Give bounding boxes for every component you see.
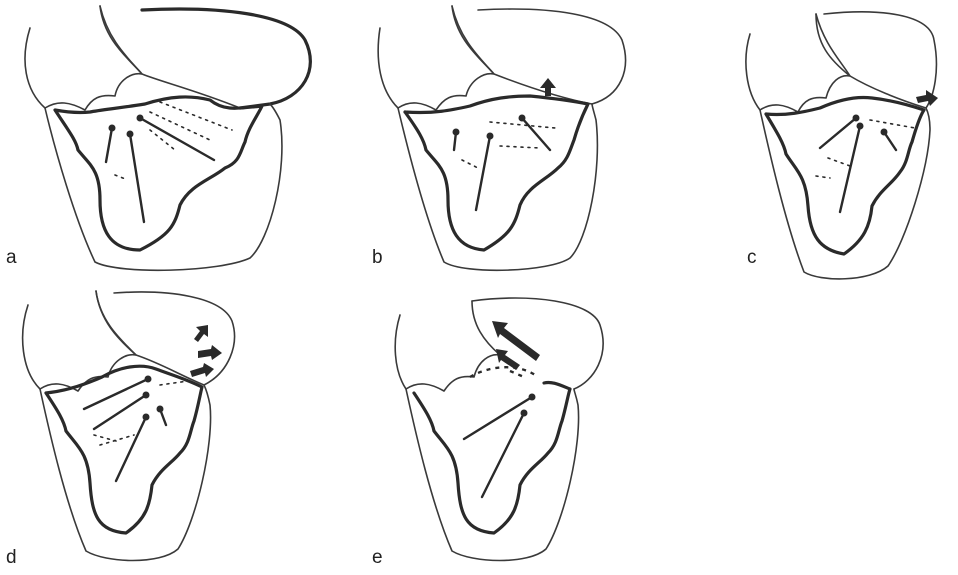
arrow-right-icon-2 (190, 363, 214, 377)
papillary-tip-1 (529, 394, 536, 401)
papillary-tip-3 (137, 115, 144, 122)
papillary-tip-2 (143, 392, 150, 399)
regurgitant-specks-3 (462, 160, 478, 168)
regurgitant-specks-1 (490, 122, 555, 128)
aortic-root-outline (142, 9, 310, 108)
regurgitant-specks-3 (816, 176, 830, 178)
inner-ventricle-wall (55, 97, 262, 250)
papillary-tip-1 (145, 376, 152, 383)
outer-ventricle-wall (45, 104, 282, 270)
aortic-root-cusp (452, 6, 592, 104)
panel-label: b (372, 247, 383, 269)
chorda-1 (84, 379, 148, 409)
papillary-tip-1 (109, 125, 116, 132)
regurgitant-specks-2 (500, 146, 540, 148)
arrow-right-icon (198, 345, 222, 360)
regurgitant-specks-3 (100, 435, 134, 445)
papillary-tip-3 (143, 414, 150, 421)
panel-label: a (6, 247, 17, 269)
regurgitant-jet-dashes (510, 371, 524, 377)
chorda-1 (820, 118, 856, 148)
regurgitant-specks-2 (94, 435, 116, 441)
panel-e: e (360, 285, 620, 575)
left-atrium-outline (395, 301, 500, 391)
left-atrium-outline (746, 14, 850, 112)
panel-e-drawing (360, 285, 620, 575)
panel-d: d (0, 285, 250, 575)
chorda-3 (522, 118, 550, 150)
regurgitant-specks-4 (115, 175, 128, 180)
chorda-2 (130, 134, 144, 222)
papillary-tip-2 (857, 123, 864, 130)
panel-a: a (0, 0, 330, 275)
papillary-tip-2 (521, 410, 528, 417)
regurgitant-specks-1 (870, 120, 915, 128)
papillary-tip-4 (157, 406, 164, 413)
prolapsed-leaflet (470, 367, 538, 377)
aortic-root-outline (478, 9, 625, 104)
panel-c: c (720, 0, 958, 285)
regurgitant-specks-1 (150, 112, 210, 140)
chorda-3 (116, 417, 146, 481)
panel-b-drawing (360, 0, 650, 275)
arrow-up-icon (540, 78, 556, 96)
panel-label: e (372, 547, 383, 569)
panel-label: d (6, 547, 17, 569)
aortic-root-outline (824, 12, 936, 108)
papillary-tip-2 (127, 131, 134, 138)
panel-label: c (747, 247, 757, 269)
panel-b: b (360, 0, 650, 275)
aortic-root-outline (472, 298, 603, 389)
aortic-root-cusp (816, 14, 926, 108)
outer-ventricle-wall (398, 104, 597, 270)
left-atrium-outline (23, 291, 136, 391)
panel-a-drawing (0, 0, 330, 275)
regurgitant-specks-1 (160, 381, 188, 385)
regurgitant-specks-2 (828, 158, 850, 166)
papillary-tip-1 (853, 115, 860, 122)
inner-ventricle-wall (405, 96, 588, 250)
panel-d-drawing (0, 285, 250, 575)
papillary-tip-1 (453, 129, 460, 136)
papillary-tip-3 (519, 115, 526, 122)
chorda-1 (106, 128, 112, 162)
arrow-right-icon (916, 90, 938, 106)
papillary-tip-3 (881, 129, 888, 136)
papillary-tip-2 (487, 133, 494, 140)
chorda-2 (476, 136, 490, 210)
aortic-root-cusp (100, 6, 240, 108)
arrow-up-right-icon (194, 325, 208, 342)
chorda-2 (840, 126, 860, 212)
chorda-2 (482, 413, 524, 497)
regurgitant-specks-3 (150, 130, 175, 150)
panel-c-drawing (720, 0, 958, 285)
left-atrium-outline (378, 6, 494, 110)
left-atrium-outline (25, 6, 142, 110)
